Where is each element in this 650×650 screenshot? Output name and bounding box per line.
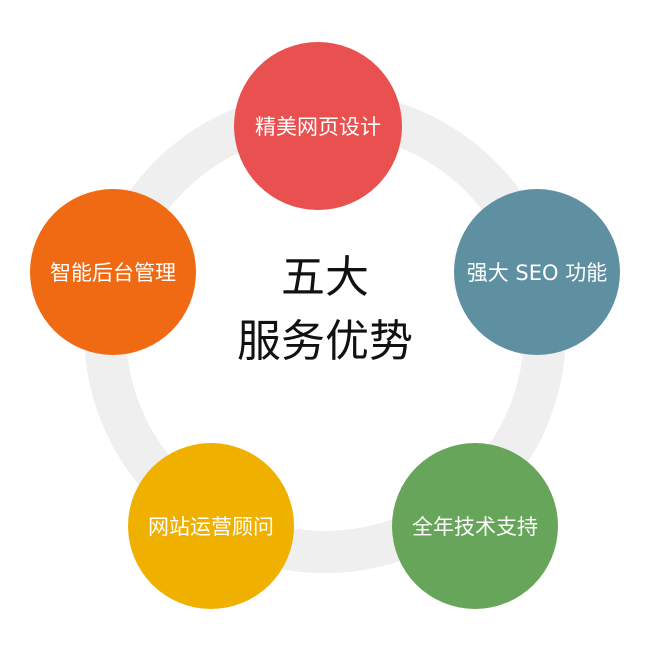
- node-web-design-label: 精美网页设计: [255, 115, 381, 139]
- node-seo: 强大 SEO 功能: [454, 189, 620, 355]
- center-title-line1: 五大: [281, 252, 369, 303]
- node-tech-support-label: 全年技术支持: [412, 515, 538, 539]
- node-seo-label: 强大 SEO 功能: [466, 261, 608, 285]
- node-smart-backend: 智能后台管理: [30, 189, 196, 355]
- center-title: 五大 服务优势: [200, 246, 450, 374]
- node-operation-consultant: 网站运营顾问: [128, 443, 294, 609]
- node-smart-backend-label: 智能后台管理: [50, 261, 176, 285]
- center-title-line2: 服务优势: [237, 316, 413, 367]
- node-tech-support: 全年技术支持: [392, 443, 558, 609]
- node-web-design: 精美网页设计: [234, 42, 402, 210]
- node-operation-consultant-label: 网站运营顾问: [148, 515, 274, 539]
